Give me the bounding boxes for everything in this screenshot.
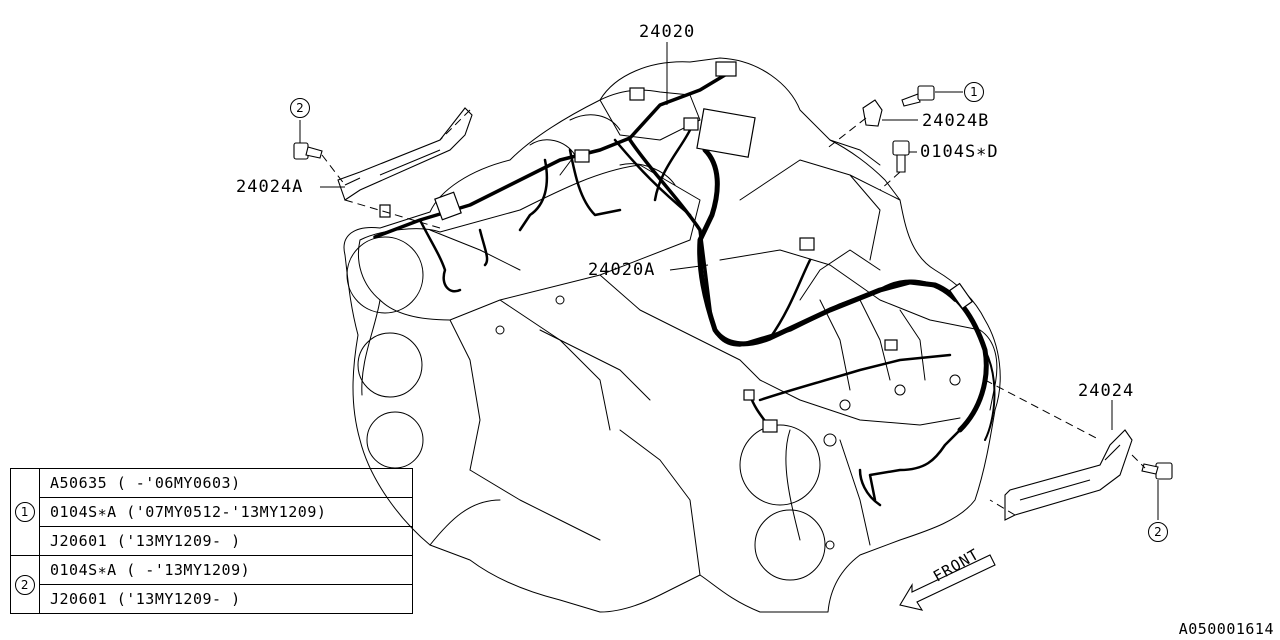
part-entry: A50635 ( -'06MY0603) <box>39 468 413 498</box>
part-entry: 0104S∗A ('07MY0512-'13MY1209) <box>39 497 413 527</box>
group-marker: 1 <box>15 502 35 522</box>
callout-24024A: 24024A <box>236 177 304 197</box>
harness-24020A <box>697 147 989 433</box>
front-arrow <box>899 554 996 611</box>
bracket-24024A-shape <box>337 107 473 201</box>
marker-2-right: 2 <box>1148 522 1168 542</box>
reference-table: 1 A50635 ( -'06MY0603) 0104S∗A ('07MY051… <box>10 468 413 614</box>
bracket-24024-shape <box>1004 429 1133 521</box>
table-row: 0104S∗A ('07MY0512-'13MY1209) <box>11 497 413 527</box>
bolt-right <box>1141 462 1173 480</box>
table-row: 1 A50635 ( -'06MY0603) <box>10 468 413 556</box>
callout-24020A: 24020A <box>588 260 656 280</box>
table-row: 2 0104S∗A ( -'13MY1209) <box>10 555 413 614</box>
marker-2-left: 2 <box>290 98 310 118</box>
diagram-code: A050001614 <box>1178 620 1274 638</box>
part-entry: 0104S∗A ( -'13MY1209) <box>39 555 413 585</box>
callout-24020: 24020 <box>639 22 696 42</box>
bolt-top-right <box>901 85 935 107</box>
callout-24024B: 24024B <box>922 111 990 131</box>
callout-24024: 24024 <box>1078 381 1135 401</box>
group-marker-cell: 1 <box>10 468 40 556</box>
part-entry: J20601 ('13MY1209- ) <box>39 526 413 556</box>
group-marker-cell: 2 <box>10 555 40 614</box>
table-row: J20601 ('13MY1209- ) <box>11 584 413 614</box>
right-head <box>719 249 998 411</box>
bolt-0104SD <box>892 140 910 173</box>
part-entry: J20601 ('13MY1209- ) <box>39 584 413 614</box>
bracket-24024B-shape <box>862 99 883 127</box>
bolt-left <box>293 142 323 160</box>
table-row: J20601 ('13MY1209- ) <box>11 526 413 556</box>
left-head <box>357 164 701 321</box>
marker-1-top-right: 1 <box>964 82 984 102</box>
callout-0104SD: 0104S∗D <box>920 142 999 162</box>
group-marker: 2 <box>15 574 35 595</box>
